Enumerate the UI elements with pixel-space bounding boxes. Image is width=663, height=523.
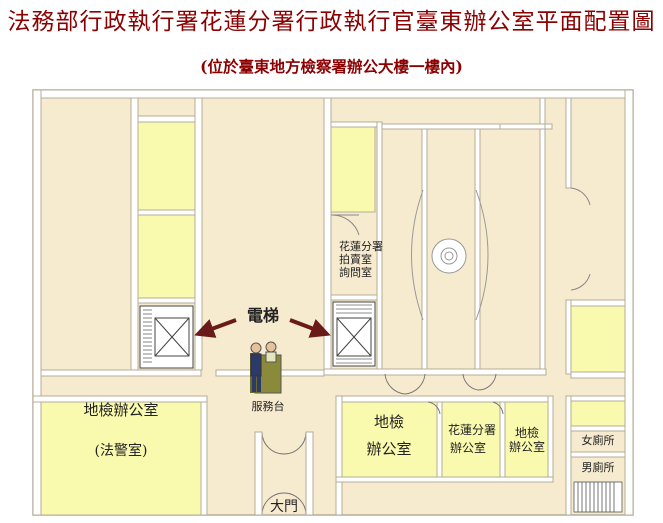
elevator-left xyxy=(139,305,194,369)
page-title: 法務部行政執行署花蓮分署行政執行官臺東辦公室平面配置圖 xyxy=(7,9,656,35)
prosecutor-office-room-1 xyxy=(40,401,202,516)
police-room-label: (法警室) xyxy=(95,442,148,459)
auction-room-label-3: 詢問室 xyxy=(339,265,372,279)
prosecutor-office-label-1: 地檢辦公室 xyxy=(83,401,158,419)
left-lower-room xyxy=(137,214,196,299)
mens-restroom-label: 男廁所 xyxy=(582,460,615,474)
branch-office-room xyxy=(441,401,501,478)
right-walls xyxy=(32,97,626,516)
mens-restroom-room xyxy=(570,430,626,453)
prosecutor-office-label-2b: 辦公室 xyxy=(366,440,411,458)
service-desk-icon xyxy=(250,341,282,394)
branch-office-label-b: 辦公室 xyxy=(450,440,486,455)
left-upper-room xyxy=(137,121,196,211)
entrance-frame xyxy=(254,431,314,516)
prosecutor-office-label-3a: 地檢 xyxy=(515,425,539,440)
auction-room-label-1: 花蓮分署 xyxy=(339,239,383,253)
atrium-fountain xyxy=(411,189,489,321)
prosecutor-office-label-2a: 地檢 xyxy=(374,413,404,431)
branch-office-label-a: 花蓮分署 xyxy=(448,422,496,437)
prosecutor-office-room-3 xyxy=(504,401,549,478)
arrow-left xyxy=(194,318,237,338)
center-walls xyxy=(323,97,553,376)
auction-room-upper xyxy=(330,126,376,213)
page-subtitle: (位於臺東地方檢察署辦公大樓一樓內) xyxy=(200,57,463,76)
main-gate-label: 大門 xyxy=(270,499,298,515)
arrow-right xyxy=(289,318,331,338)
service-desk-label: 服務台 xyxy=(252,399,285,413)
prosecutor-office-label-3b: 辦公室 xyxy=(509,439,545,454)
womens-restroom-label: 女廁所 xyxy=(582,433,615,447)
elevator-right xyxy=(332,301,376,367)
stairs-icon xyxy=(573,481,623,513)
right-side-room xyxy=(570,305,626,373)
elevator-label: 電梯 xyxy=(247,306,279,325)
prosecutor-office-room-2 xyxy=(341,401,438,478)
auction-room-label-2: 拍賣室 xyxy=(339,252,372,266)
womens-restroom-room xyxy=(570,400,626,427)
